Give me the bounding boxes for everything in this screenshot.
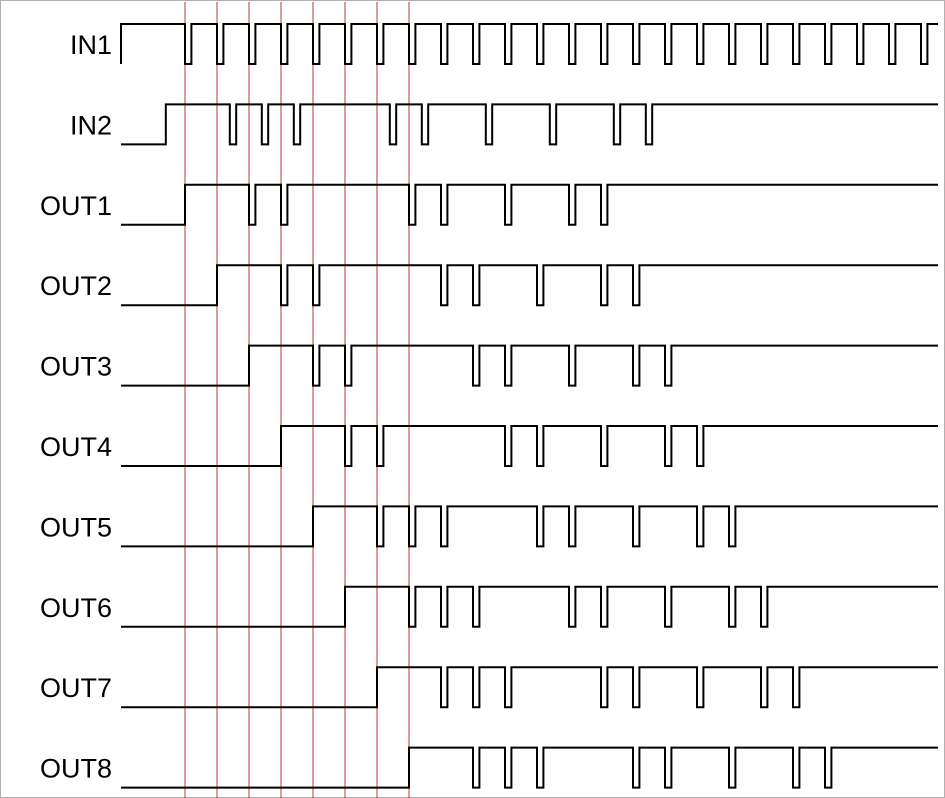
signal-label-in1: IN1 — [70, 30, 112, 60]
waveform-in1 — [120, 23, 938, 65]
waveform-out2 — [121, 264, 938, 307]
waveform-out4 — [121, 425, 938, 467]
signal-label-out8: OUT8 — [40, 754, 112, 784]
waveform-in2 — [121, 103, 938, 146]
signal-label-out3: OUT3 — [40, 352, 112, 382]
signal-label-out4: OUT4 — [40, 432, 112, 462]
signal-label-out1: OUT1 — [40, 191, 112, 221]
clock-marker-group — [184, 2, 410, 798]
waveform-out3 — [121, 344, 938, 387]
waveform-out7 — [121, 666, 938, 709]
signal-label-out7: OUT7 — [40, 673, 112, 703]
waveform-out1 — [121, 183, 938, 226]
waveform-out6 — [121, 585, 938, 628]
signal-label-in2: IN2 — [70, 110, 112, 140]
signal-label-out2: OUT2 — [40, 271, 112, 301]
signal-label-out6: OUT6 — [40, 593, 112, 623]
waveform-out5 — [121, 505, 938, 548]
signal-label-out5: OUT5 — [40, 512, 112, 542]
waveform-group — [120, 23, 938, 789]
waveform-out8 — [121, 746, 938, 789]
